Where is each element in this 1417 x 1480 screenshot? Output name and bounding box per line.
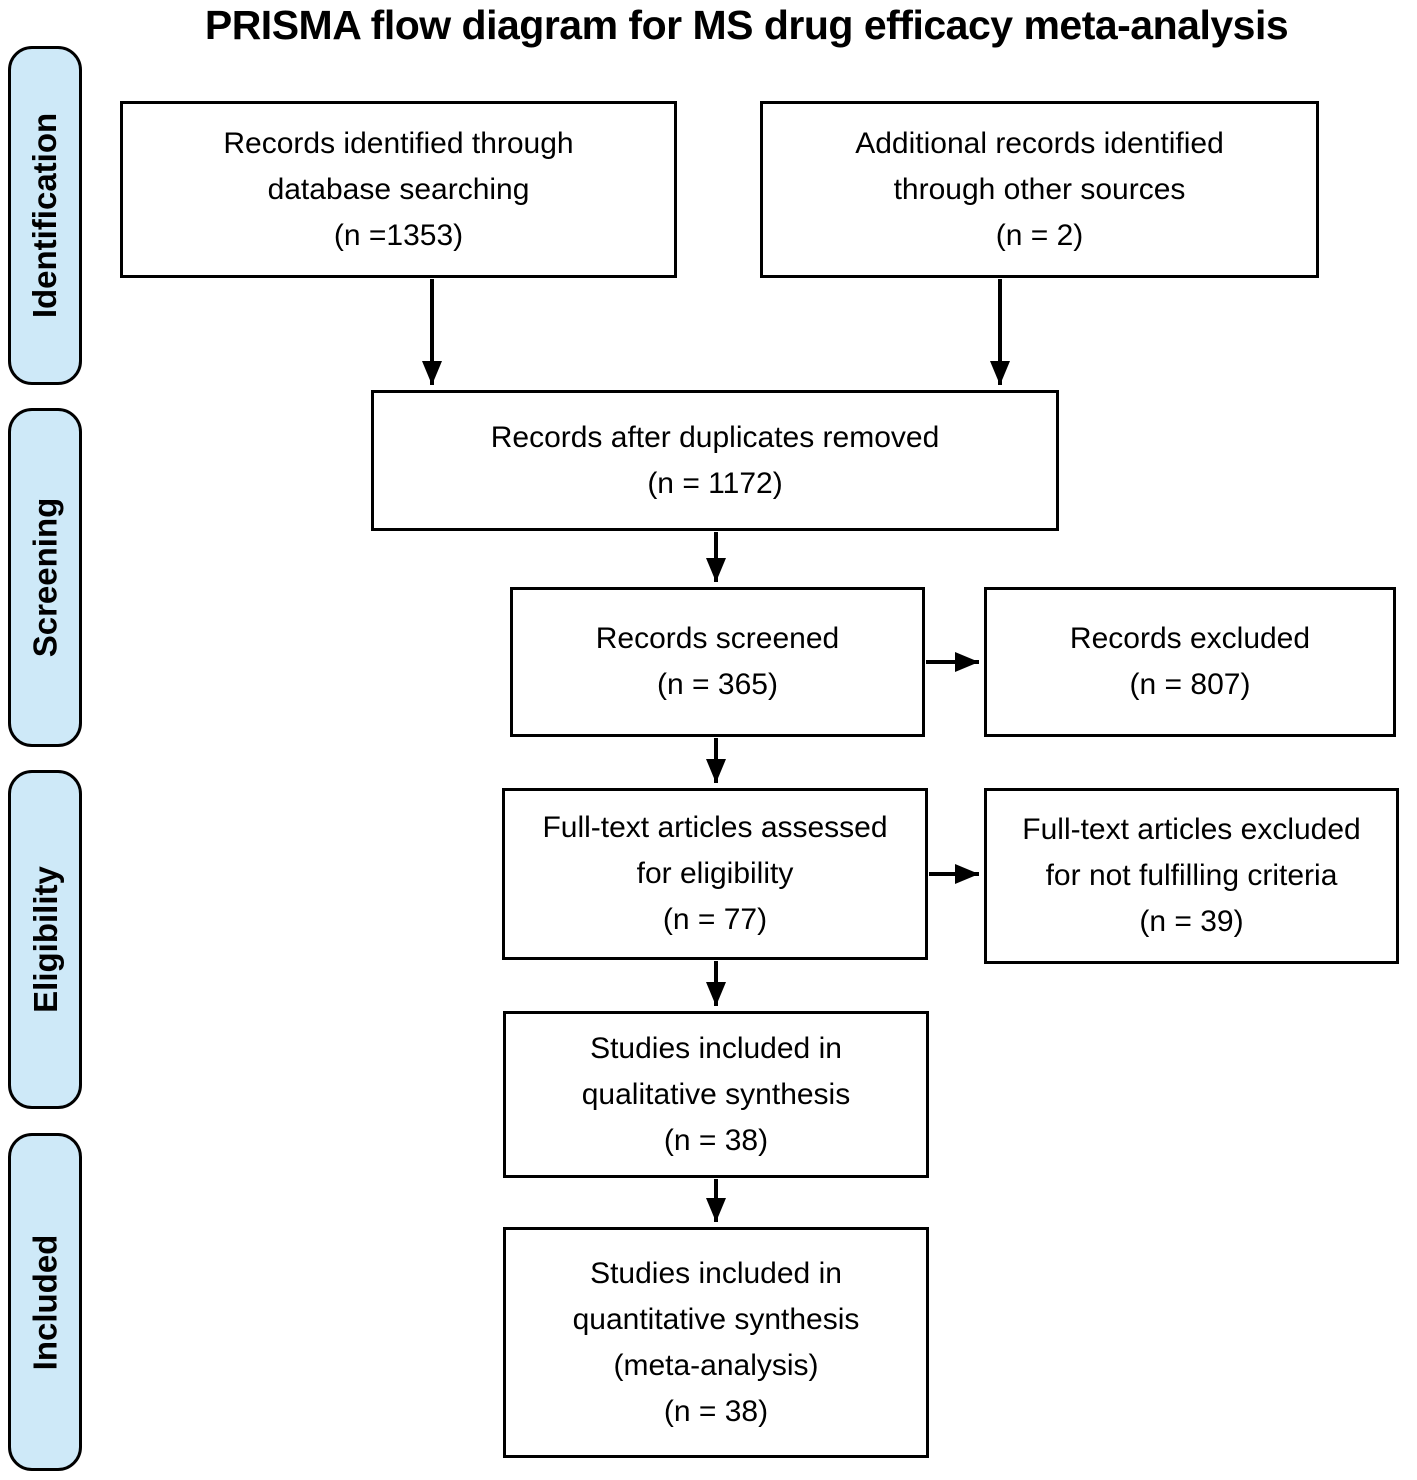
- box-text-line: Full-text articles excluded: [1022, 813, 1361, 846]
- box-quantitative-synthesis: Studies included in quantitative synthes…: [503, 1227, 929, 1458]
- box-count: (n = 39): [1139, 905, 1244, 938]
- box-records-screened: Records screened (n = 365): [510, 587, 925, 737]
- stage-label-screening: Screening: [8, 408, 82, 747]
- box-text-line: Full-text articles assessed: [542, 811, 888, 844]
- box-text-line: Records screened: [595, 622, 840, 655]
- box-text-line: Records identified through: [223, 126, 574, 160]
- box-count: (n = 365): [657, 668, 778, 701]
- box-text-line: qualitative synthesis: [581, 1077, 851, 1111]
- stage-label-eligibility: Eligibility: [8, 770, 82, 1109]
- box-duplicates-removed: Records after duplicates removed (n = 11…: [371, 390, 1059, 531]
- stage-label-text: Eligibility: [26, 866, 64, 1013]
- box-text-line: Records after duplicates removed: [490, 420, 940, 454]
- box-text-line: database searching: [267, 172, 530, 206]
- diagram-title: PRISMA flow diagram for MS drug efficacy…: [204, 2, 1289, 48]
- box-qualitative-synthesis: Studies included in qualitative synthesi…: [503, 1011, 929, 1178]
- box-count: (n = 807): [1129, 668, 1251, 701]
- box-count: (n = 2): [995, 218, 1084, 252]
- box-count: (n = 1172): [647, 466, 783, 500]
- box-records-identified: Records identified through database sear…: [120, 101, 677, 278]
- box-text-line: Studies included in: [590, 1031, 842, 1065]
- box-additional-records: Additional records identified through ot…: [760, 101, 1319, 278]
- stage-label-text: Identification: [26, 112, 64, 319]
- box-text-line: for eligibility: [636, 857, 794, 890]
- box-count: (n = 38): [663, 1123, 769, 1157]
- stage-label-included: Included: [8, 1133, 82, 1471]
- box-records-excluded: Records excluded (n = 807): [984, 587, 1396, 737]
- box-text-line: (meta-analysis): [613, 1348, 819, 1382]
- stage-label-identification: Identification: [8, 46, 82, 385]
- box-text-line: through other sources: [893, 172, 1186, 206]
- box-text-line: Studies included in: [590, 1256, 842, 1290]
- box-count: (n = 38): [663, 1394, 769, 1428]
- box-count: (n =1353): [333, 218, 464, 252]
- box-text-line: for not fulfilling criteria: [1045, 859, 1338, 892]
- stage-label-text: Screening: [26, 497, 64, 658]
- box-fulltext-assessed: Full-text articles assessed for eligibil…: [502, 788, 928, 960]
- stage-label-text: Included: [26, 1234, 64, 1370]
- box-count: (n = 77): [662, 903, 768, 936]
- box-fulltext-excluded: Full-text articles excluded for not fulf…: [984, 788, 1399, 964]
- box-text-line: quantitative synthesis: [572, 1302, 860, 1336]
- box-text-line: Records excluded: [1069, 622, 1311, 655]
- box-text-line: Additional records identified: [855, 126, 1224, 160]
